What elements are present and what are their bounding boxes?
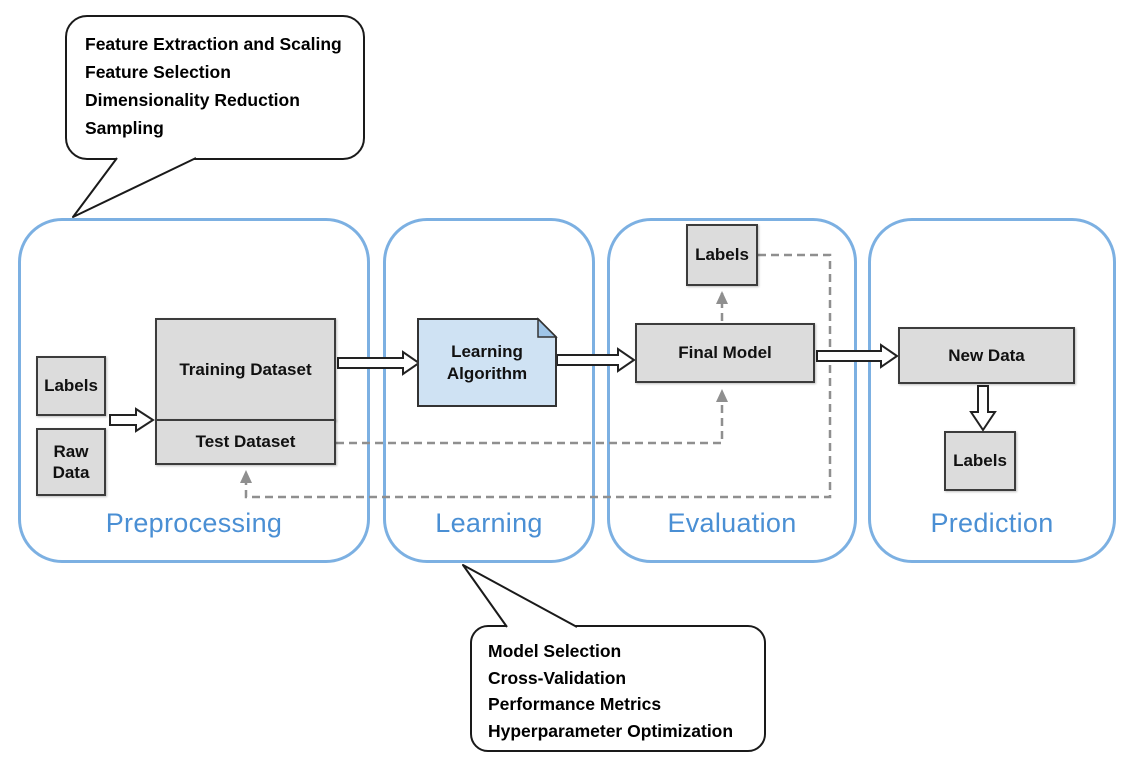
stage-label-evaluation: Evaluation <box>667 508 797 538</box>
callout-top-tail <box>72 157 197 218</box>
node-new-data: New Data <box>898 327 1075 384</box>
callout-line: Dimensionality Reduction <box>85 90 300 110</box>
callout-line: Cross-Validation <box>488 667 627 688</box>
callout-line: Model Selection <box>488 641 622 661</box>
node-labels-prediction: Labels <box>944 431 1016 491</box>
callout-line: Feature Selection <box>85 62 231 82</box>
callout-line: Performance Metrics <box>488 694 662 714</box>
callout-line: Sampling <box>85 118 164 138</box>
callout-preprocessing-techniques: Feature Extraction and Scaling Feature S… <box>65 15 365 160</box>
callout-line: Feature Extraction and Scaling <box>85 34 342 54</box>
node-raw-data: Raw Data <box>36 428 106 496</box>
stage-label-learning: Learning <box>435 508 543 538</box>
node-labels-evaluation: Labels <box>686 224 758 286</box>
stage-label-preprocessing: Preprocessing <box>105 508 283 538</box>
callout-line: Hyperparameter Optimization <box>488 720 734 741</box>
node-labels-raw: Labels <box>36 356 106 416</box>
node-test-dataset: Test Dataset <box>155 419 336 465</box>
stage-label-prediction: Prediction <box>930 508 1054 538</box>
node-learning-algorithm: Learning Algorithm <box>446 342 528 383</box>
callout-bottom-tail <box>462 564 578 628</box>
node-training-dataset: Training Dataset <box>155 318 336 421</box>
callout-learning-techniques: Model Selection Cross-Validation Perform… <box>470 625 766 752</box>
node-final-model: Final Model <box>635 323 815 383</box>
stage-prediction <box>868 218 1116 563</box>
